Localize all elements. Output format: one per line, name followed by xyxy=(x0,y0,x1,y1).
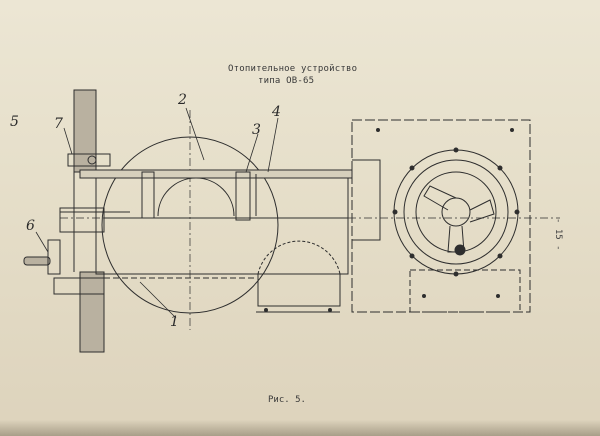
callout-7: 7 xyxy=(54,116,63,132)
page-number: - 15 - xyxy=(553,218,563,251)
callout-4: 4 xyxy=(272,104,281,120)
callout-1: 1 xyxy=(170,314,179,330)
drawing-subtitle: типа ОВ-65 xyxy=(258,76,315,86)
wall xyxy=(73,89,105,353)
callout-6: 6 xyxy=(26,218,35,234)
leader-lines xyxy=(35,107,279,319)
drawing-title: Отопительное устройство xyxy=(228,64,358,74)
end-view xyxy=(351,119,531,313)
callout-5: 5 xyxy=(10,114,19,130)
housing xyxy=(79,169,353,313)
crank-handle xyxy=(23,207,130,295)
callout-3: 3 xyxy=(252,122,261,138)
wall-bracket xyxy=(67,153,111,167)
page-bottom-edge xyxy=(0,420,600,436)
figure-caption: Рис. 5. xyxy=(268,395,306,405)
callout-2: 2 xyxy=(178,92,187,108)
